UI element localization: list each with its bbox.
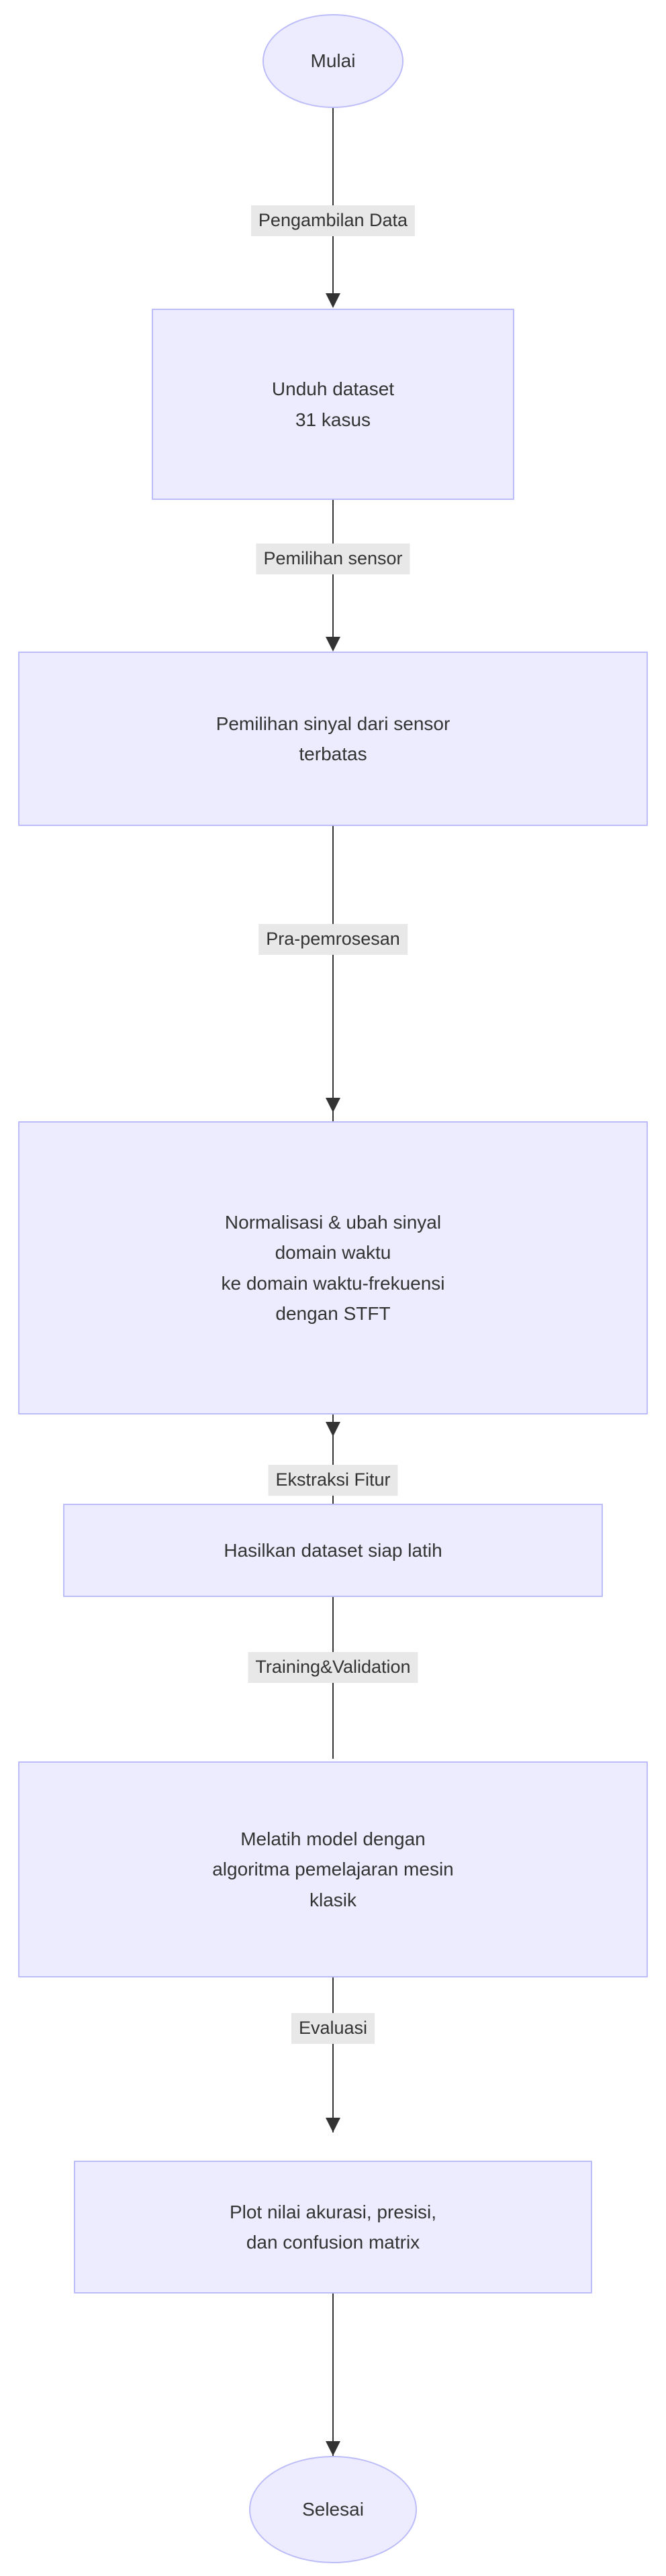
- edge-label-text: Evaluasi: [298, 2018, 368, 2038]
- edge-label-evaluasi: Evaluasi: [291, 2013, 375, 2044]
- edge-line-plot-to-end: [332, 2294, 334, 2456]
- node-end-selesai[interactable]: Selesai: [249, 2456, 417, 2563]
- node-label-line-3: klasik: [309, 1889, 356, 1910]
- node-start-mulai[interactable]: Mulai: [263, 14, 403, 108]
- arrow-head-start-to-unduh: [326, 293, 340, 308]
- node-label-line: Hasilkan dataset siap latih: [224, 1539, 442, 1561]
- edge-line-start-to-unduh: [332, 108, 334, 293]
- node-label-line-2: domain waktu: [275, 1242, 391, 1264]
- node-label-line-2: dan confusion matrix: [246, 2232, 420, 2253]
- node-label-line: Mulai: [310, 50, 356, 72]
- edge-label-ekstraksi-fitur: Ekstraksi Fitur: [268, 1465, 398, 1496]
- edge-label-pra-pemrosesan: Pra-pemrosesan: [258, 924, 408, 955]
- edge-label-training-validation: Training&Validation: [248, 1652, 418, 1683]
- node-label-line-2: terbatas: [299, 743, 367, 764]
- arrow-head-melatih-to-plot: [326, 2118, 340, 2132]
- node-label-line-1: Pemilihan sinyal dari sensor: [216, 713, 450, 734]
- node-label-line-2: algoritma pemelajaran mesin: [212, 1859, 454, 1880]
- edge-label-text: Pra-pemrosesan: [266, 929, 400, 949]
- edge-label-text: Training&Validation: [255, 1657, 411, 1677]
- node-pemilihan-sinyal[interactable]: Pemilihan sinyal dari sensor terbatas: [18, 652, 648, 826]
- node-melatih-model[interactable]: Melatih model dengan algoritma pemelajar…: [18, 1761, 648, 1977]
- edge-label-text: Pemilihan sensor: [263, 548, 403, 568]
- edge-label-pemilihan-sensor: Pemilihan sensor: [256, 544, 410, 574]
- edge-label-text: Ekstraksi Fitur: [275, 1470, 391, 1490]
- arrow-head-normalisasi-to-hasilkan: [326, 1422, 340, 1437]
- node-label-line-1: Melatih model dengan: [240, 1828, 426, 1849]
- node-label-line-2: 31 kasus: [295, 409, 371, 430]
- edge-label-pengambilan-data: Pengambilan Data: [250, 205, 416, 236]
- node-plot-evaluasi[interactable]: Plot nilai akurasi, presisi, dan confusi…: [74, 2161, 592, 2294]
- node-label-line-1: Normalisasi & ubah sinyal: [224, 1211, 442, 1233]
- arrow-head-pemilihan-to-normalisasi: [326, 1098, 340, 1113]
- arrow-head-unduh-to-pemilihan: [326, 637, 340, 652]
- arrow-head-plot-to-end: [326, 2441, 340, 2456]
- edge-line-melatih-to-plot: [332, 1977, 334, 2132]
- edge-label-text: Pengambilan Data: [258, 210, 408, 230]
- node-label-line-3: ke domain waktu-frekuensi: [221, 1272, 445, 1294]
- node-label-line: Selesai: [302, 2499, 364, 2520]
- node-unduh-dataset[interactable]: Unduh dataset 31 kasus: [152, 309, 514, 500]
- node-hasilkan-dataset[interactable]: Hasilkan dataset siap latih: [63, 1504, 603, 1597]
- node-label-line-1: Plot nilai akurasi, presisi,: [229, 2201, 437, 2222]
- edge-line-pemilihan-to-normalisasi: [332, 826, 334, 1122]
- node-label-line-4: dengan STFT: [275, 1302, 391, 1324]
- node-normalisasi-stft[interactable]: Normalisasi & ubah sinyal domain waktu k…: [18, 1121, 648, 1414]
- node-label-line-1: Unduh dataset: [271, 378, 395, 400]
